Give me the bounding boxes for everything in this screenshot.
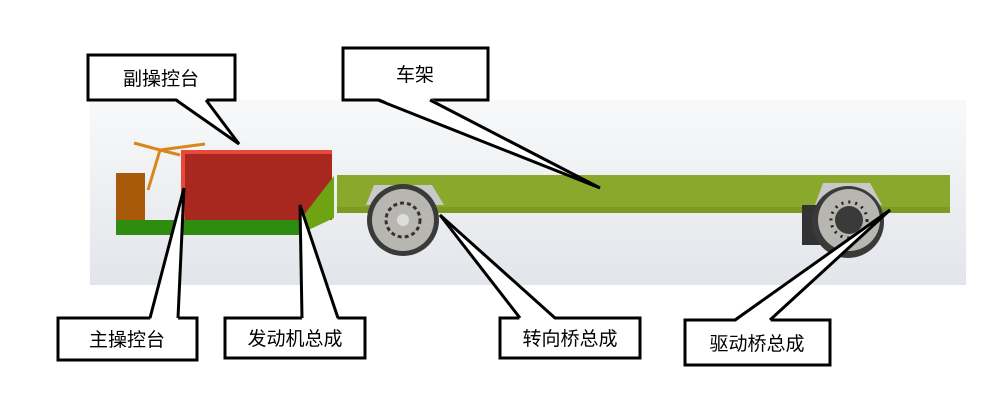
label-engine: 发动机总成 bbox=[247, 328, 342, 350]
label-drive-axle: 驱动桥总成 bbox=[709, 333, 804, 355]
drive-axle-wheel bbox=[802, 183, 884, 258]
label-frame: 车架 bbox=[396, 64, 434, 86]
seat bbox=[116, 173, 145, 221]
callout-engine bbox=[223, 204, 367, 360]
callout-drive-axle bbox=[683, 208, 892, 367]
callout-frame bbox=[341, 46, 601, 190]
label-aux-console: 副操控台 bbox=[123, 68, 199, 90]
engine-slope bbox=[300, 176, 334, 232]
vehicle bbox=[116, 141, 950, 258]
callout-steering-axle bbox=[438, 213, 642, 360]
console-base bbox=[116, 220, 304, 235]
engine-housing bbox=[181, 150, 332, 220]
callout-main-console bbox=[56, 187, 199, 362]
label-steering-axle: 转向桥总成 bbox=[522, 328, 617, 350]
callout-aux-console bbox=[86, 53, 241, 146]
steering-wheel bbox=[133, 141, 206, 191]
label-main-console: 主操控台 bbox=[89, 329, 165, 351]
steering-axle-wheel bbox=[366, 184, 444, 256]
